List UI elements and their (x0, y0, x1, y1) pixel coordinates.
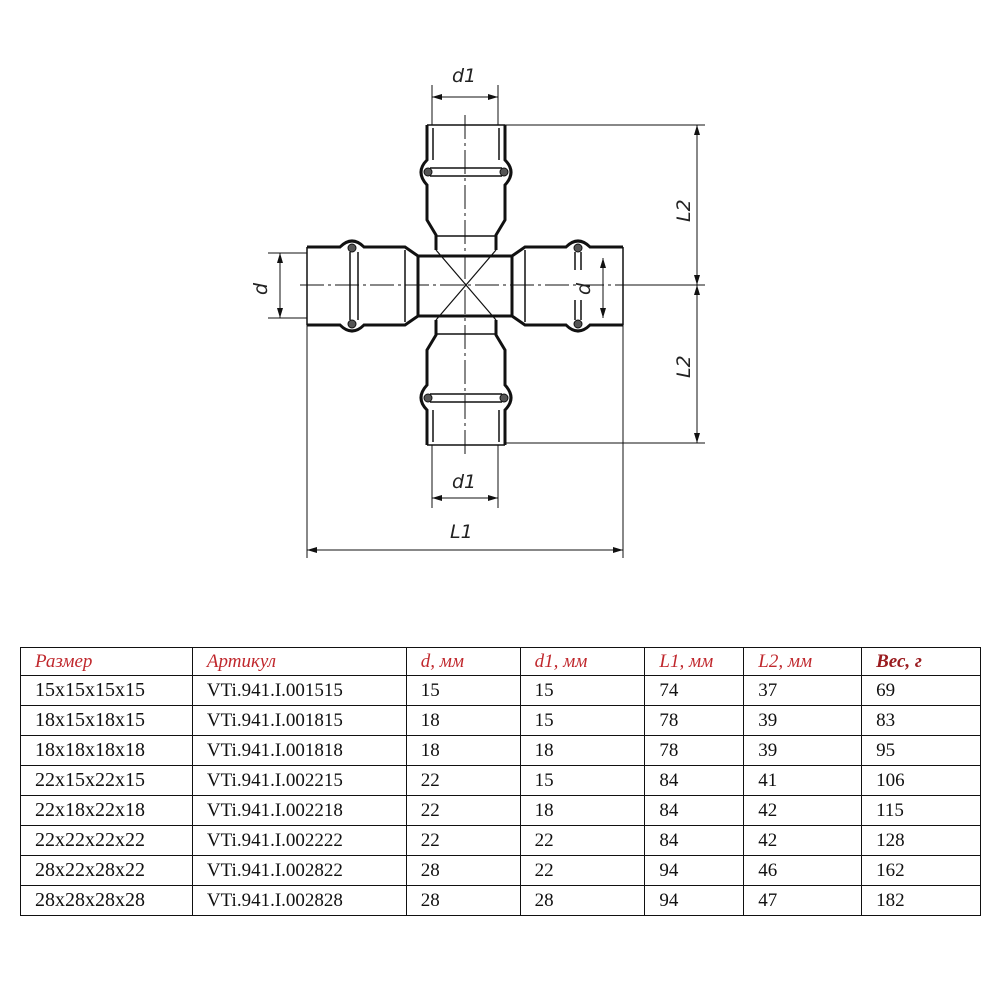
cell-l2: 39 (743, 735, 863, 766)
cell-article: VTi.941.I.001815 (191, 705, 407, 736)
dimension-lines (268, 85, 705, 558)
cell-l1: 84 (644, 795, 745, 826)
cell-article: VTi.941.I.001515 (191, 675, 407, 706)
cell-d1: 15 (519, 705, 646, 736)
cell-d: 28 (405, 855, 521, 886)
header-d1: d1, мм (519, 647, 646, 676)
cell-article: VTi.941.I.002215 (191, 765, 407, 796)
header-article: Артикул (191, 647, 407, 676)
cell-size: 22x15x22x15 (20, 765, 193, 796)
header-d: d, мм (405, 647, 521, 676)
cell-l2: 42 (743, 795, 863, 826)
cell-size: 18x18x18x18 (20, 735, 193, 766)
cell-l1: 94 (644, 885, 745, 916)
cell-weight: 162 (861, 855, 981, 886)
header-size: Размер (20, 647, 193, 676)
fitting-body (306, 124, 624, 446)
label-d1-top: d1 (452, 65, 476, 87)
cell-l2: 46 (743, 855, 863, 886)
cell-article: VTi.941.I.002828 (191, 885, 407, 916)
cell-l1: 84 (644, 825, 745, 856)
cell-size: 22x22x22x22 (20, 825, 193, 856)
header-l2: L2, мм (743, 647, 863, 676)
cell-weight: 106 (861, 765, 981, 796)
cell-d: 15 (405, 675, 521, 706)
cell-d1: 18 (519, 795, 646, 826)
center-lines (300, 115, 615, 455)
cell-l1: 78 (644, 735, 745, 766)
cell-size: 15x15x15x15 (20, 675, 193, 706)
cell-weight: 83 (861, 705, 981, 736)
table-header-row: Размер Артикул d, мм d1, мм L1, мм L2, м… (20, 647, 981, 676)
cell-l2: 41 (743, 765, 863, 796)
cell-l2: 47 (743, 885, 863, 916)
cell-weight: 95 (861, 735, 981, 766)
cell-weight: 182 (861, 885, 981, 916)
cell-l1: 78 (644, 705, 745, 736)
cell-d: 18 (405, 735, 521, 766)
cell-size: 18x15x18x15 (20, 705, 193, 736)
cell-article: VTi.941.I.002222 (191, 825, 407, 856)
cell-d: 18 (405, 705, 521, 736)
cell-l2: 37 (743, 675, 863, 706)
cell-size: 22x18x22x18 (20, 795, 193, 826)
cross-fitting-drawing: d1 d1 L1 d d L2 L2 (250, 65, 705, 558)
cell-weight: 69 (861, 675, 981, 706)
cell-size: 28x28x28x28 (20, 885, 193, 916)
cell-d: 28 (405, 885, 521, 916)
cell-d1: 15 (519, 765, 646, 796)
header-l1: L1, мм (644, 647, 745, 676)
cell-article: VTi.941.I.002822 (191, 855, 407, 886)
cell-l1: 94 (644, 855, 745, 886)
label-l1: L1 (450, 521, 473, 543)
header-weight: Вес, г (861, 647, 981, 676)
label-d-left: d (250, 282, 272, 295)
cell-article: VTi.941.I.001818 (191, 735, 407, 766)
cell-d1: 18 (519, 735, 646, 766)
cell-d1: 28 (519, 885, 646, 916)
cell-l1: 74 (644, 675, 745, 706)
cell-l2: 42 (743, 825, 863, 856)
label-l2-top: L2 (673, 199, 695, 222)
label-l2-bottom: L2 (673, 355, 695, 378)
cell-d1: 22 (519, 855, 646, 886)
cell-d: 22 (405, 765, 521, 796)
cell-d1: 15 (519, 675, 646, 706)
cell-weight: 128 (861, 825, 981, 856)
cell-d: 22 (405, 825, 521, 856)
cell-article: VTi.941.I.002218 (191, 795, 407, 826)
cell-weight: 115 (861, 795, 981, 826)
cell-d: 22 (405, 795, 521, 826)
label-d1-bottom: d1 (452, 471, 476, 493)
cell-d1: 22 (519, 825, 646, 856)
cell-l2: 39 (743, 705, 863, 736)
specifications-table: Размер Артикул d, мм d1, мм L1, мм L2, м… (20, 647, 981, 916)
cell-size: 28x22x28x22 (20, 855, 193, 886)
cell-l1: 84 (644, 765, 745, 796)
label-d-right: d (573, 282, 595, 295)
